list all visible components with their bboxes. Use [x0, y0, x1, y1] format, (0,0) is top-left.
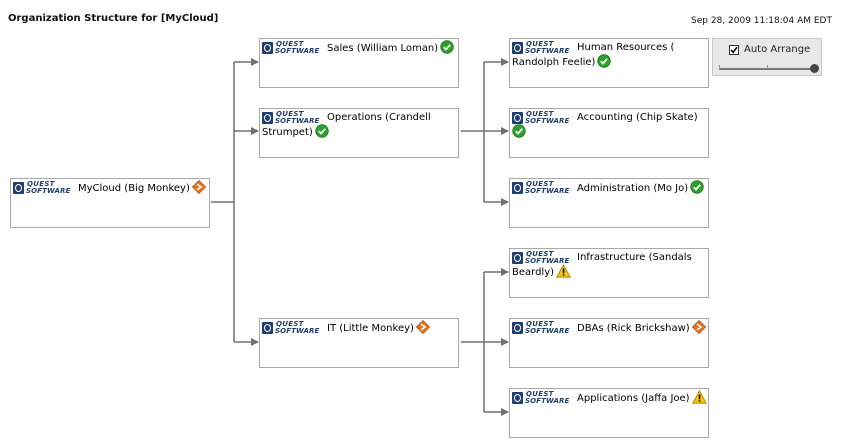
critical-icon [415, 320, 430, 334]
org-node-label: Operations (Crandell Strumpet) [262, 112, 431, 138]
critical-icon [691, 320, 706, 334]
org-node-label: DBAs (Rick Brickshaw) [577, 323, 690, 334]
ok-icon [315, 124, 329, 138]
ok-icon [512, 124, 526, 138]
warning-icon [556, 264, 572, 278]
auto-arrange-panel: Auto Arrange [712, 38, 822, 76]
org-node-label: IT (Little Monkey) [327, 323, 414, 334]
ok-icon [440, 40, 454, 54]
ok-icon [690, 180, 704, 194]
org-node-label: Infrastructure (Sandals Beardly) [512, 252, 692, 278]
zoom-slider-thumb[interactable] [810, 64, 819, 73]
org-node-label: Administration (Mo Jo) [577, 183, 689, 194]
org-node-label: MyCloud (Big Monkey) [78, 183, 190, 194]
auto-arrange-label: Auto Arrange [744, 44, 811, 55]
warning-icon [691, 390, 707, 404]
zoom-slider-tick [719, 65, 720, 69]
zoom-slider-track[interactable] [719, 68, 815, 70]
zoom-slider-tick [767, 65, 768, 69]
org-node-label: Accounting (Chip Skate) [577, 112, 698, 123]
timestamp: Sep 28, 2009 11:18:04 AM EDT [691, 16, 832, 26]
ok-icon [597, 54, 612, 68]
auto-arrange-checkbox[interactable] [729, 45, 739, 55]
org-node-label: Human Resources ( Randolph Feelie) [512, 42, 675, 68]
page-title: Organization Structure for [MyCloud] [8, 13, 219, 24]
org-node-label: Sales (William Loman) [327, 43, 439, 54]
critical-icon [191, 180, 206, 194]
org-node-label: Applications (Jaffa Joe) [577, 393, 690, 404]
